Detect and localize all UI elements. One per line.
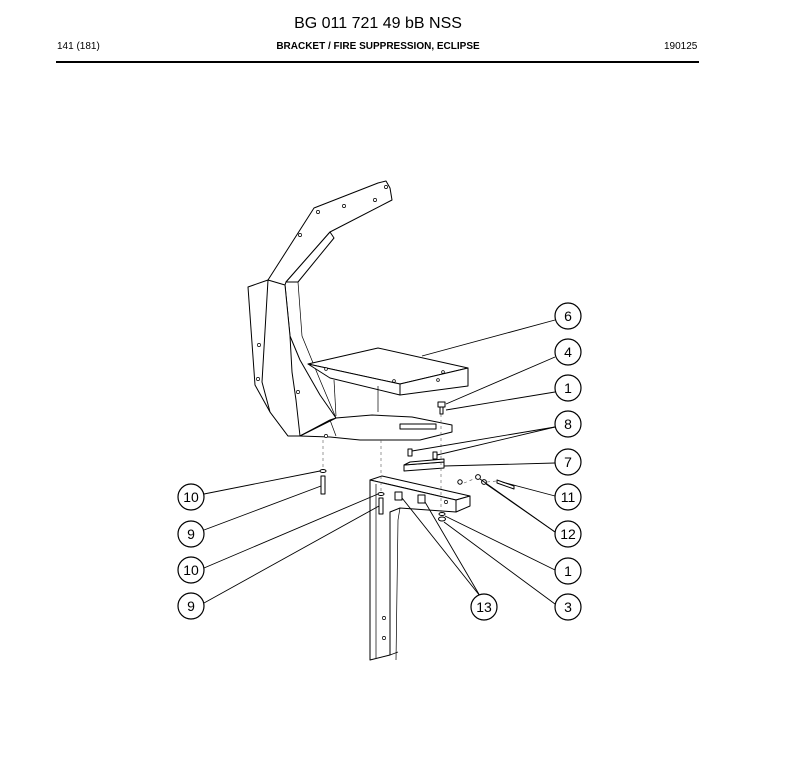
callout-12: 12 [554,520,582,548]
callout-9-lower: 9 [177,592,205,620]
svg-text:9: 9 [187,526,195,542]
assembly-lines [322,414,498,512]
part-name: BRACKET / FIRE SUPPRESSION, ECLIPSE [276,41,480,52]
svg-text:9: 9 [187,598,195,614]
callout-6: 6 [554,302,582,330]
callout-10-lower: 10 [177,556,205,584]
svg-text:13: 13 [476,599,492,615]
callout-9-upper: 9 [177,520,205,548]
svg-text:7: 7 [564,454,572,470]
screw-4 [437,401,446,415]
callout-8: 8 [554,410,582,438]
svg-text:8: 8 [564,416,572,432]
callout-11: 11 [554,483,582,511]
svg-text:10: 10 [183,489,199,505]
document-title: BG 011 721 49 bB NSS [294,15,462,32]
document-date: 190125 [664,41,698,52]
svg-text:6: 6 [564,308,572,324]
spacer-bar-7 [403,458,445,472]
page-count: 141 (181) [57,41,100,52]
callout-13: 13 [470,593,498,621]
svg-text:1: 1 [564,563,572,579]
callout-1-lower: 1 [554,557,582,585]
callout-1-upper: 1 [554,374,582,402]
upper-bracket [247,180,453,441]
lower-bracket [369,475,471,661]
mounting-plate [307,347,469,417]
callout-10-upper: 10 [177,483,205,511]
pins-8 [407,448,438,460]
svg-text:3: 3 [564,599,572,615]
svg-text:12: 12 [560,526,576,542]
svg-text:4: 4 [564,344,572,360]
svg-text:11: 11 [561,489,576,505]
callout-4: 4 [554,338,582,366]
right-fasteners [438,474,515,522]
leader-lines [203,319,556,605]
svg-text:1: 1 [564,380,572,396]
header-rule [56,61,699,63]
callout-7: 7 [554,448,582,476]
svg-text:10: 10 [183,562,199,578]
callout-3: 3 [554,593,582,621]
